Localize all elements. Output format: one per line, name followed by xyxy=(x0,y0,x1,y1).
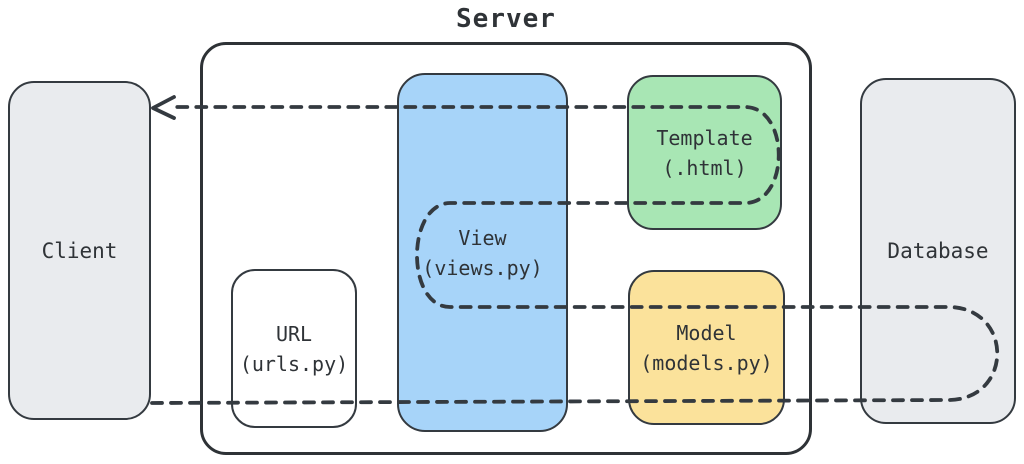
view-label-line2: (views.py) xyxy=(422,255,543,280)
url-label-line2: (urls.py) xyxy=(239,351,349,376)
database-node: Database xyxy=(860,78,1016,424)
template-node: Template (.html) xyxy=(627,75,782,230)
template-label-line1: Template xyxy=(656,125,753,150)
model-label-line1: Model xyxy=(676,320,737,345)
template-label-line2: (.html) xyxy=(662,155,747,180)
url-node: URL (urls.py) xyxy=(231,269,357,428)
view-label-line1: View xyxy=(458,225,507,250)
client-node: Client xyxy=(8,81,151,420)
server-title: Server xyxy=(456,4,556,34)
database-label: Database xyxy=(887,239,989,263)
client-label: Client xyxy=(41,238,118,263)
url-label-line1: URL xyxy=(275,321,313,346)
view-node: View (views.py) xyxy=(397,73,568,432)
model-label-line2: (models.py) xyxy=(640,350,773,375)
model-node: Model (models.py) xyxy=(628,270,785,425)
flow-arrowhead-left-icon xyxy=(151,95,176,120)
